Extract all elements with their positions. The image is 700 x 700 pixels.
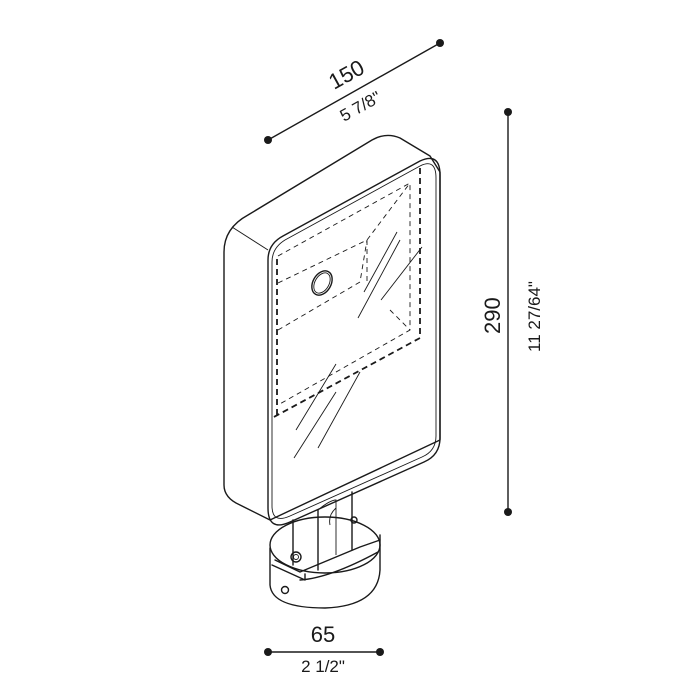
screw-icon <box>350 516 358 524</box>
sensor-lens-icon <box>311 270 333 296</box>
dimension-dot <box>504 508 512 516</box>
glass-reflections <box>293 231 423 459</box>
internal-components <box>271 168 421 419</box>
dimension-dot <box>264 136 272 144</box>
width-dimension: 150 5 7/8" <box>264 39 444 144</box>
height-dimension: 290 11 27/64" <box>480 108 544 516</box>
housing-front-face <box>267 157 441 526</box>
dimension-dot <box>504 108 512 116</box>
dimension-dot <box>436 39 444 47</box>
screw-icon <box>290 551 302 563</box>
width-dimension-line <box>267 42 441 141</box>
width-inch-label: 5 7/8" <box>337 88 385 126</box>
base-mm-label: 65 <box>311 622 335 647</box>
mount-neck <box>292 491 353 571</box>
screw-icon <box>280 585 290 595</box>
glass-edge <box>271 163 437 519</box>
width-mm-label: 150 <box>324 55 368 95</box>
dimension-dot <box>376 648 384 656</box>
height-mm-label: 290 <box>480 297 505 334</box>
base-inch-label: 2 1/2" <box>301 657 345 676</box>
housing-side <box>223 134 441 521</box>
dimension-dot <box>264 648 272 656</box>
base-dimension: 65 2 1/2" <box>264 622 384 676</box>
height-inch-label: 11 27/64" <box>525 281 544 352</box>
mount-base <box>269 516 381 609</box>
